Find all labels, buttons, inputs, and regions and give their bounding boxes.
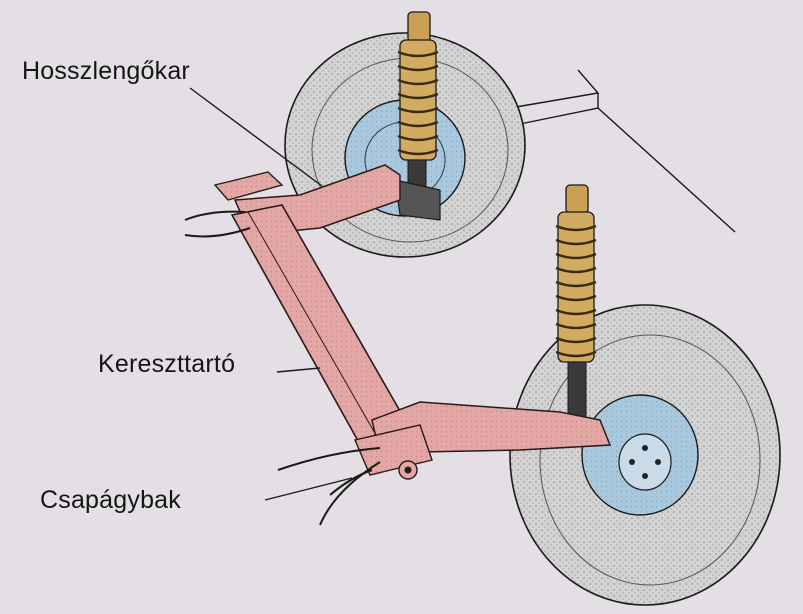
car-body-outline (509, 69, 736, 233)
label-bearing-bracket: Csapágybak (40, 486, 181, 514)
axle-frame (213, 164, 612, 480)
brake-cables (184, 210, 381, 526)
label-cross-member: Kereszttartó (98, 350, 236, 378)
rear-shock-absorber (394, 11, 441, 221)
leader-lines (189, 87, 353, 501)
front-wheel (509, 304, 781, 606)
label-trailing-arm: Hosszlengőkar (22, 57, 190, 85)
